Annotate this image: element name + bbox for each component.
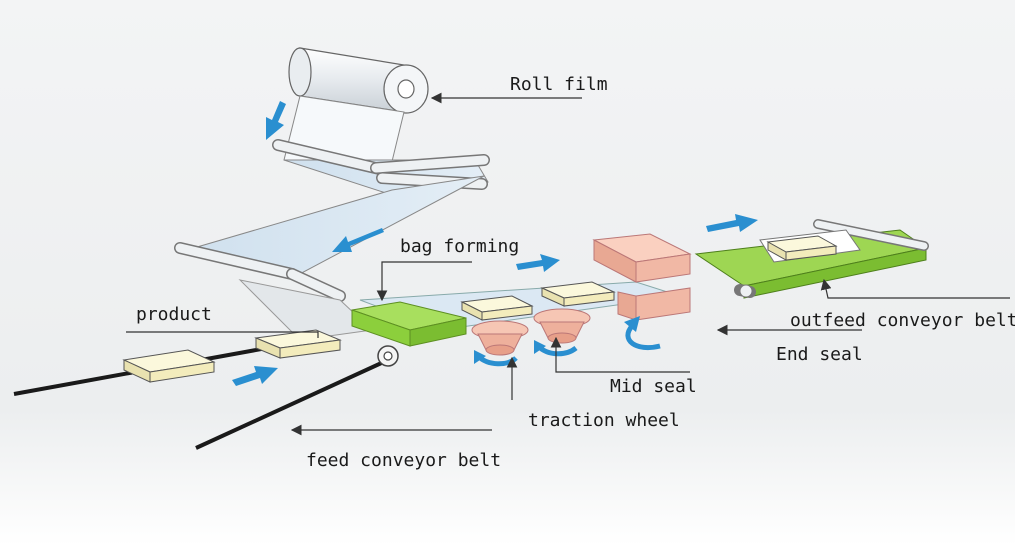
flow-arrow-outfeed [706,214,758,232]
product-1 [122,349,216,383]
leader-product [126,331,319,338]
product-packaged [766,235,838,261]
end-seal-unit [592,233,692,321]
leader-lines [126,92,1010,436]
flow-arrows [232,101,758,386]
guide-rollers-upper [272,139,490,190]
rotation-arrowhead-wheel-1 [474,350,486,364]
label-end-seal: End seal [776,344,863,365]
label-product: product [136,304,212,325]
guide-rollers-lower [174,242,346,302]
rotation-arrowhead-end-seal [624,316,640,332]
product-4 [540,281,616,307]
product-2 [254,329,342,359]
bag-forming-plate [351,301,467,347]
label-mid-seal: Mid seal [610,376,697,397]
product-3 [460,295,534,321]
label-outfeed-conveyor-belt: outfeed conveyor belt [790,310,1015,331]
flow-arrow-tube [516,254,560,272]
flow-arrow-roll [266,101,286,140]
traction-wheel-1 [471,320,529,356]
label-roll-film: Roll film [510,74,608,95]
rotation-arrow-end-seal [625,324,661,350]
flow-arrow-feed [232,366,278,386]
label-traction-wheel: traction wheel [528,410,680,431]
flow-arrow-film [332,228,384,252]
leader-outfeed [820,278,1010,299]
rotation-arrowhead-wheel-2 [534,340,546,354]
label-feed-conveyor-belt: feed conveyor belt [306,450,501,471]
label-bag-forming: bag forming [400,236,519,257]
leader-mid-seal [550,336,690,373]
leader-bag-forming [376,261,472,302]
outfeed-conveyor-belt [694,219,929,299]
